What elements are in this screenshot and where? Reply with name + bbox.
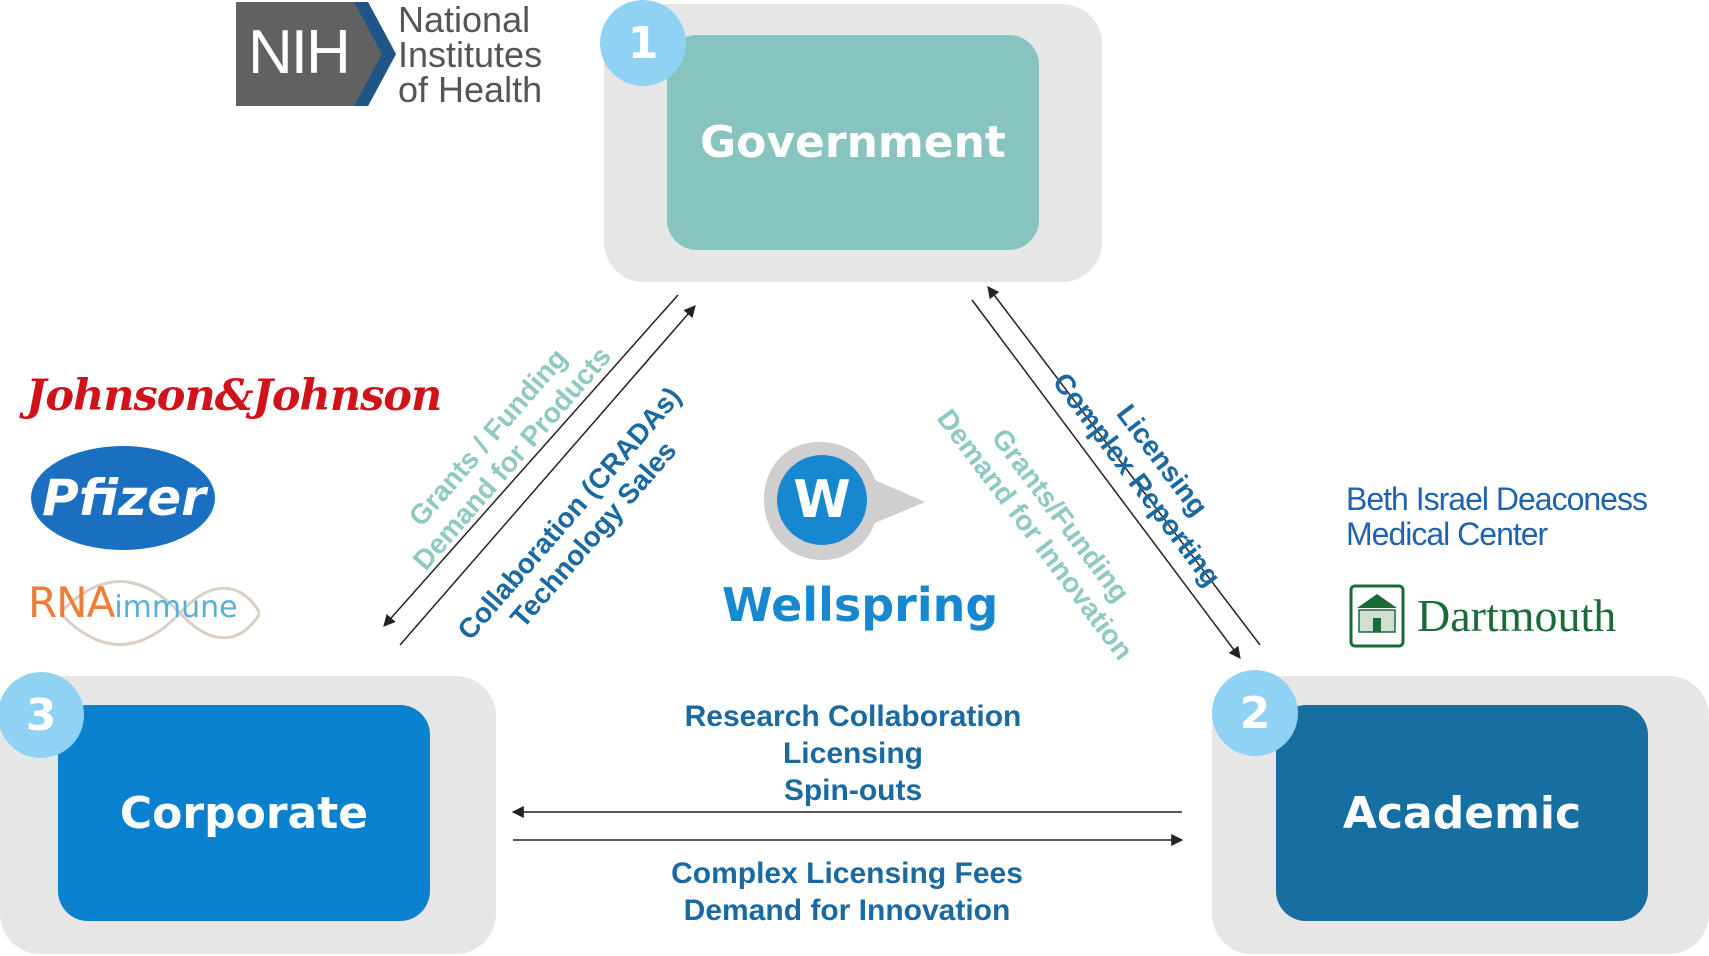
- edge-line: Demand for Innovation: [683, 894, 1011, 927]
- nih-mark-text: NIH: [248, 18, 351, 87]
- nih-name-line: National: [398, 0, 531, 40]
- nih-name-line: Institutes: [398, 34, 543, 75]
- government-number-badge: 1: [600, 0, 686, 86]
- edge-line: Spin-outs: [783, 774, 923, 807]
- government-node[interactable]: Government: [667, 35, 1039, 250]
- arrow-gov-to-corp: [383, 294, 679, 627]
- academic-node[interactable]: Academic: [1276, 705, 1648, 921]
- pfizer-logo: Pfizer: [42, 469, 206, 527]
- government-label: Government: [700, 117, 1006, 168]
- arrow-gov-to-acad: [971, 299, 1241, 659]
- wellspring-drop-icon: [764, 442, 925, 560]
- wellspring-mark: W: [793, 470, 851, 530]
- edge-label-acad-to-corp: Research Collaboration Licensing Spin-ou…: [603, 698, 1103, 809]
- nih-name-line: of Health: [398, 69, 543, 110]
- nih-logo-mark: [236, 2, 396, 106]
- academic-number-badge: 2: [1212, 670, 1298, 756]
- wellspring-name: Wellspring: [722, 578, 999, 632]
- dartmouth-logo: Dartmouth: [1417, 590, 1617, 641]
- arrow-corp-to-gov: [399, 305, 696, 646]
- edge-line: Licensing: [782, 737, 924, 770]
- arrow-acad-to-gov: [987, 286, 1261, 646]
- edge-line: Complex Licensing Fees: [671, 857, 1023, 890]
- corporate-number-badge: 3: [0, 672, 84, 758]
- edge-label-corp-to-acad: Complex Licensing Fees Demand for Innova…: [597, 855, 1097, 929]
- rnaimmune-rna: RNA: [28, 578, 115, 627]
- bidmc-logo: Beth Israel Deaconess Medical Center: [1346, 481, 1648, 552]
- dartmouth-seal-icon: [1349, 584, 1405, 648]
- bidmc-line: Beth Israel Deaconess: [1346, 481, 1648, 517]
- pfizer-logo-shape: [31, 446, 215, 550]
- edge-line: Research Collaboration: [684, 700, 1022, 733]
- academic-label: Academic: [1342, 787, 1582, 839]
- bidmc-line: Medical Center: [1346, 516, 1548, 552]
- corporate-node[interactable]: Corporate: [58, 705, 430, 921]
- nih-name: National Institutes of Health: [398, 0, 543, 110]
- rnaimmune-immune: immune: [114, 590, 238, 625]
- rnaimmune-logo: RNAimmune: [28, 578, 238, 627]
- johnson-johnson-logo: Johnson&Johnson: [26, 371, 442, 421]
- rna-helix-icon: [60, 580, 260, 646]
- corporate-label: Corporate: [119, 787, 369, 839]
